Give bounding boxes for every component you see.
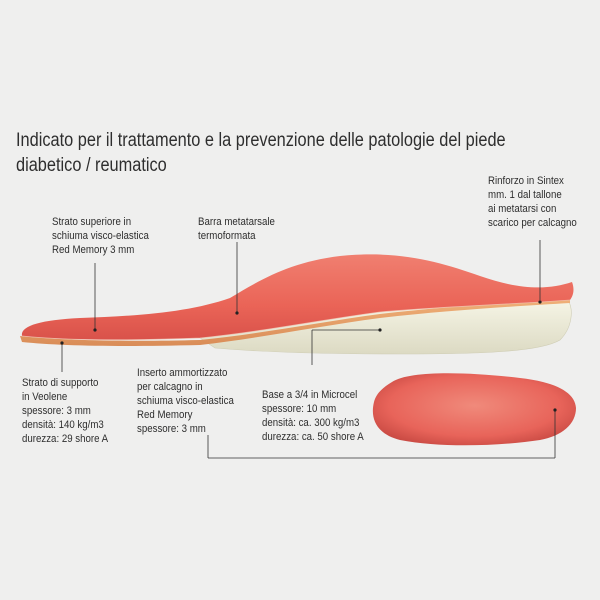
label-top-layer: Strato superiore in schiuma visco-elasti… xyxy=(52,216,149,256)
red-memory-top-layer xyxy=(21,254,574,340)
headline-line-2: diabetico / reumatico xyxy=(16,155,167,176)
veolene-support-layer xyxy=(20,298,570,346)
label-heel-insert: Inserto ammortizzato per calcagno in sch… xyxy=(137,367,234,435)
headline-line-1: Indicato per il trattamento e la prevenz… xyxy=(16,130,506,151)
leader-dots xyxy=(60,300,557,412)
label-reinforcement: Rinforzo in Sintex mm. 1 dal tallone ai … xyxy=(488,175,577,229)
label-metatarsal-bar: Barra metatarsale termoformata xyxy=(198,216,275,242)
headline: Indicato per il trattamento e la prevenz… xyxy=(16,128,506,178)
label-base: Base a 3/4 in Microcel spessore: 10 mm d… xyxy=(262,389,364,443)
leader-lines xyxy=(61,240,556,459)
insole-plan-view xyxy=(372,373,576,446)
label-support-layer: Strato di supporto in Veolene spessore: … xyxy=(22,377,109,445)
